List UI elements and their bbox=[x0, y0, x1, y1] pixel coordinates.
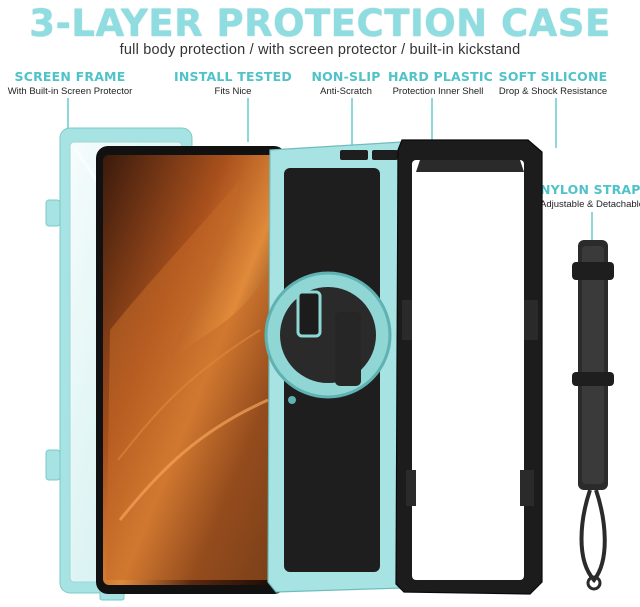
feature-screen-frame: SCREEN FRAME With Built-in Screen Protec… bbox=[4, 69, 136, 97]
nylon-strap bbox=[572, 240, 614, 591]
feature-desc: Adjustable & Detachable bbox=[540, 199, 640, 210]
feature-non-slip: NON-SLIP Anti-Scratch bbox=[306, 69, 386, 97]
feature-desc: With Built-in Screen Protector bbox=[7, 86, 133, 97]
hard-shell bbox=[395, 139, 543, 595]
feature-title: NON-SLIP bbox=[311, 69, 381, 84]
feature-install-tested: INSTALL TESTED Fits Nice bbox=[170, 69, 296, 97]
feature-hard-plastic: HARD PLASTIC Protection Inner Shell bbox=[388, 69, 494, 97]
feature-title: INSTALL TESTED bbox=[174, 69, 292, 84]
silicone-case bbox=[264, 141, 413, 593]
feature-title: SOFT SILICONE bbox=[498, 69, 608, 84]
feature-soft-silicone: SOFT SILICONE Drop & Shock Resistance bbox=[496, 69, 610, 97]
feature-title: SCREEN FRAME bbox=[14, 69, 126, 84]
feature-title: NYLON STRAP bbox=[540, 182, 640, 197]
tablet bbox=[96, 146, 286, 594]
page-title: 3-LAYER PROTECTION CASE bbox=[29, 2, 611, 45]
feature-desc: Protection Inner Shell bbox=[392, 86, 484, 97]
feature-nylon-strap: NYLON STRAP Adjustable & Detachable bbox=[540, 182, 640, 210]
feature-desc: Drop & Shock Resistance bbox=[498, 86, 608, 97]
feature-title: HARD PLASTIC bbox=[388, 69, 494, 84]
page-subtitle: full body protection / with screen prote… bbox=[119, 42, 521, 58]
feature-desc: Anti-Scratch bbox=[320, 86, 372, 97]
feature-desc: Fits Nice bbox=[214, 86, 252, 97]
